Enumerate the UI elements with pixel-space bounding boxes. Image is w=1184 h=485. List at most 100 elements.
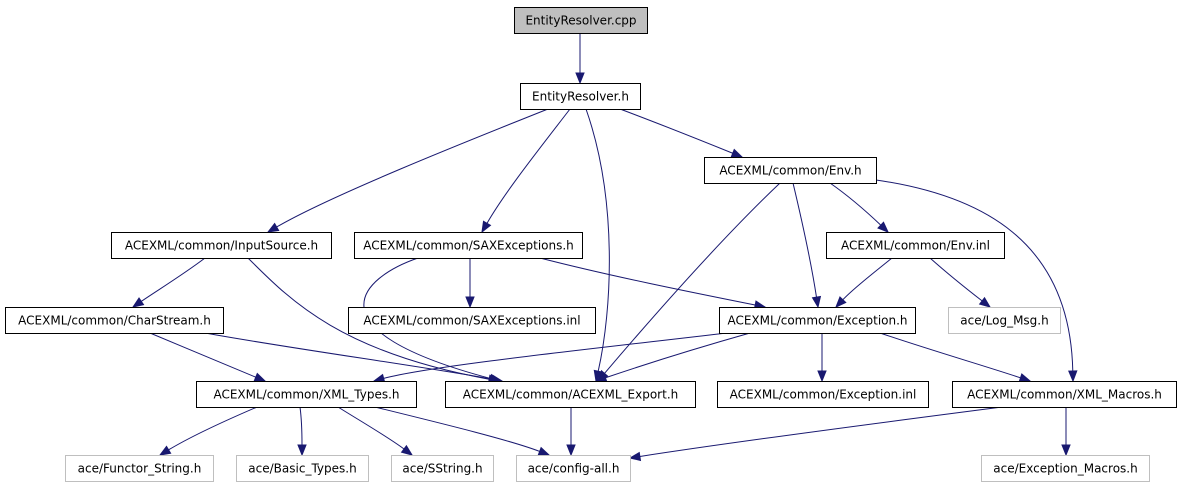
node-label: ACEXML/common/Env.h xyxy=(719,164,861,178)
node-exception-inl[interactable]: ACEXML/common/Exception.inl xyxy=(717,381,929,408)
node-box xyxy=(520,83,641,110)
node-exception-macros-h: ace/Exception_Macros.h xyxy=(981,455,1150,482)
arrowhead-icon xyxy=(158,445,172,456)
edge-line xyxy=(149,332,256,378)
node-box xyxy=(348,307,596,334)
node-label: ACEXML/common/Env.inl xyxy=(841,239,990,253)
arrowhead-icon xyxy=(628,451,642,462)
edge-xml-types-h-to-config-all-h xyxy=(374,406,551,456)
edge-exception-h-to-xml-macros-h xyxy=(879,332,1032,383)
edge-env-inl-to-exception-h xyxy=(835,257,893,308)
arrowhead-icon xyxy=(978,296,992,308)
edge-inputsource-h-to-charstream-h xyxy=(131,257,206,308)
edge-exception-h-to-acexml-export-h xyxy=(594,332,751,383)
arrowhead-icon xyxy=(566,444,576,457)
node-env-h[interactable]: ACEXML/common/Env.h xyxy=(704,157,877,184)
arrowhead-icon xyxy=(481,220,492,234)
node-box xyxy=(111,232,332,259)
node-saxexceptions-h[interactable]: ACEXML/common/SAXExceptions.h xyxy=(354,232,583,259)
node-box xyxy=(826,232,1005,259)
node-env-inl[interactable]: ACEXML/common/Env.inl xyxy=(826,232,1005,259)
edge-line xyxy=(247,257,490,380)
edge-xml-types-h-to-sstring-h xyxy=(337,406,414,456)
node-label: ACEXML/common/ACEXML_Export.h xyxy=(463,388,679,402)
arrowhead-icon xyxy=(131,297,145,308)
edge-line xyxy=(829,182,882,226)
edge-line xyxy=(929,257,983,302)
edge-line xyxy=(486,108,571,224)
edge-line xyxy=(604,182,781,374)
node-inputsource-h[interactable]: ACEXML/common/InputSource.h xyxy=(111,232,332,259)
node-box xyxy=(196,381,417,408)
node-box xyxy=(981,455,1150,482)
node-box xyxy=(719,307,916,334)
node-label: EntityResolver.cpp xyxy=(525,14,636,28)
arrowhead-icon xyxy=(253,372,267,382)
node-label: ACEXML/common/SAXExceptions.inl xyxy=(363,314,580,328)
edge-line xyxy=(168,406,258,451)
node-label: ACEXML/common/XML_Types.h xyxy=(213,388,399,402)
edge-acexml-export-h-to-config-all-h xyxy=(566,406,576,457)
node-box xyxy=(514,7,648,34)
edge-line xyxy=(374,406,540,452)
node-box xyxy=(354,232,583,259)
node-box xyxy=(236,455,369,482)
arrowhead-icon xyxy=(1061,444,1071,457)
node-entityresolver-h[interactable]: EntityResolver.h xyxy=(520,83,641,110)
node-label: ace/Log_Msg.h xyxy=(960,314,1048,328)
arrowhead-icon xyxy=(835,296,847,308)
node-acexml-export-h[interactable]: ACEXML/common/ACEXML_Export.h xyxy=(445,381,696,408)
edge-line xyxy=(140,257,206,302)
edge-line xyxy=(337,406,405,450)
node-charstream-h[interactable]: ACEXML/common/CharStream.h xyxy=(5,307,224,334)
node-xml-macros-h[interactable]: ACEXML/common/XML_Macros.h xyxy=(952,381,1177,408)
node-label: ace/SString.h xyxy=(402,462,482,476)
node-label: ACEXML/common/InputSource.h xyxy=(125,239,318,253)
node-label: ACEXML/common/XML_Macros.h xyxy=(967,388,1162,402)
node-saxexceptions-inl[interactable]: ACEXML/common/SAXExceptions.inl xyxy=(348,307,596,334)
arrowhead-icon xyxy=(811,295,822,309)
edge-env-inl-to-log-msg-h xyxy=(929,257,992,308)
arrowhead-icon xyxy=(817,370,827,383)
node-exception-h[interactable]: ACEXML/common/Exception.h xyxy=(719,307,916,334)
arrowhead-icon xyxy=(465,296,475,309)
edge-entityresolver-h-to-env-h xyxy=(619,108,744,158)
edge-line xyxy=(879,332,1021,379)
edge-line xyxy=(585,108,610,372)
edge-line xyxy=(605,332,751,379)
node-config-all-h: ace/config-all.h xyxy=(516,455,631,482)
edge-xml-macros-h-to-config-all-h xyxy=(628,406,1003,462)
node-entityresolver-cpp[interactable]: EntityResolver.cpp xyxy=(514,7,648,34)
edge-saxexceptions-h-to-exception-h xyxy=(539,257,767,310)
arrowhead-icon xyxy=(537,446,551,456)
edge-env-h-to-exception-h xyxy=(792,182,822,309)
edge-line xyxy=(299,406,303,446)
node-basic-types-h: ace/Basic_Types.h xyxy=(236,455,369,482)
node-functor-string-h: ace/Functor_String.h xyxy=(65,455,214,482)
edge-entityresolver-h-to-acexml-export-h xyxy=(585,108,610,383)
arrowhead-icon xyxy=(877,221,889,233)
edge-xml-types-h-to-basic-types-h xyxy=(297,406,307,457)
arrowhead-icon xyxy=(297,444,307,457)
edge-line xyxy=(639,406,1003,457)
edge-line xyxy=(276,108,549,228)
node-label: ace/Exception_Macros.h xyxy=(993,462,1137,476)
edge-line xyxy=(875,179,1074,372)
edge-env-h-to-xml-macros-h xyxy=(875,179,1078,383)
node-xml-types-h[interactable]: ACEXML/common/XML_Types.h xyxy=(196,381,417,408)
arrowhead-icon xyxy=(1018,373,1032,383)
node-box xyxy=(516,455,631,482)
nodes-layer: EntityResolver.cppEntityResolver.hACEXML… xyxy=(5,7,1177,482)
edge-exception-h-to-exception-inl xyxy=(817,332,827,383)
edge-line xyxy=(539,257,756,306)
node-log-msg-h: ace/Log_Msg.h xyxy=(948,307,1061,334)
edge-line xyxy=(383,332,728,379)
arrowhead-icon xyxy=(266,222,280,233)
edge-line xyxy=(792,182,817,298)
edge-line xyxy=(842,257,893,301)
node-box xyxy=(65,455,214,482)
edge-xml-macros-h-to-exception-macros-h xyxy=(1061,407,1071,457)
edge-line xyxy=(204,332,493,380)
node-box xyxy=(5,307,224,334)
